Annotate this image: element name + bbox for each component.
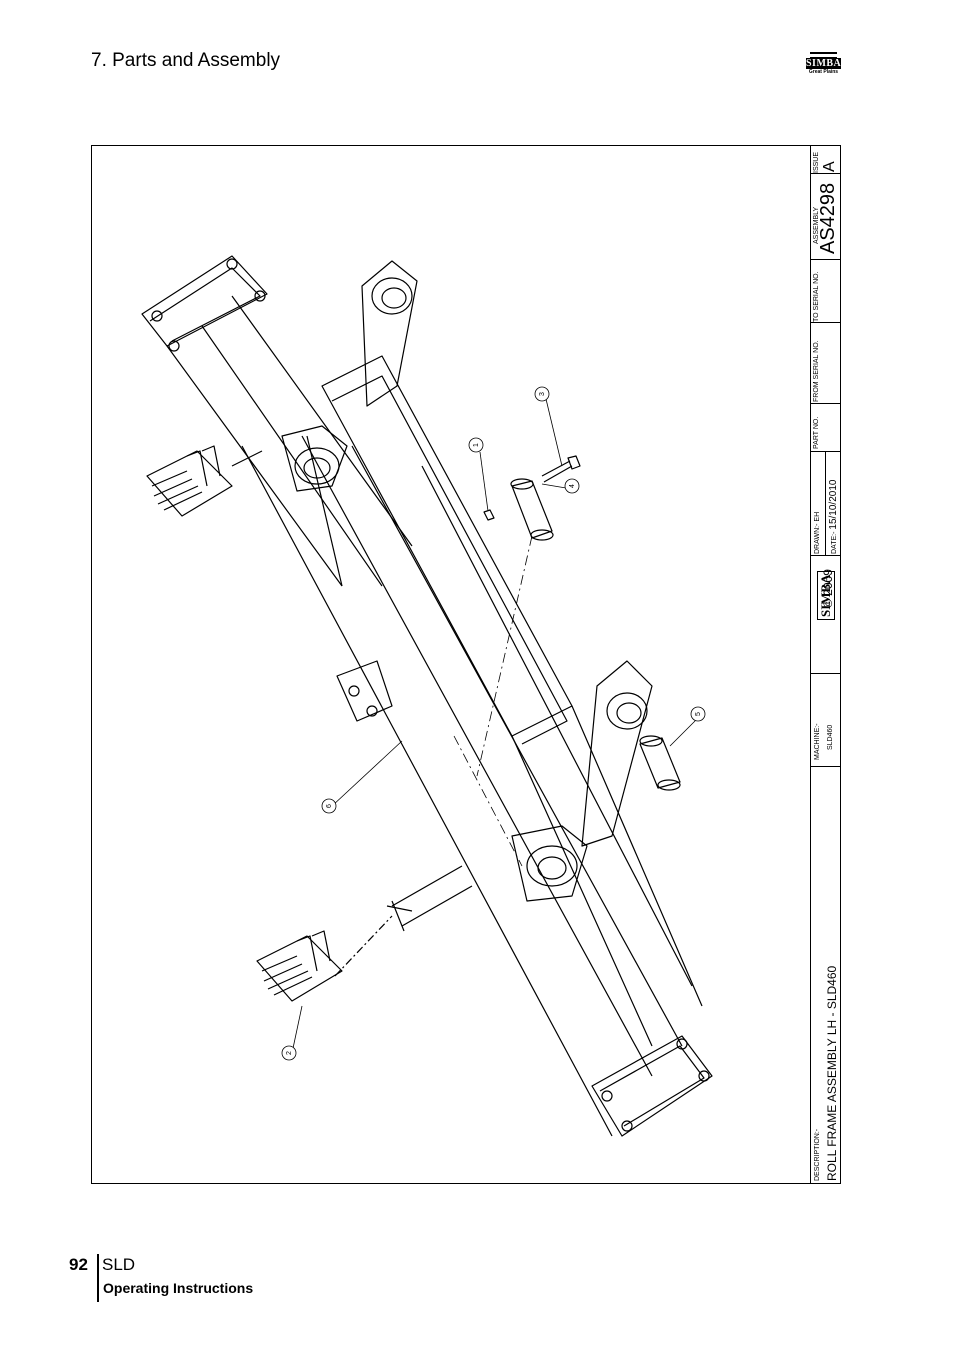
section-title: 7. Parts and Assembly [91,50,281,71]
to-serial-label: TO SERIAL NO. [813,271,820,322]
assembly-cell: ASSEMBLY AS4298 [811,174,841,260]
footer-divider [97,1254,99,1302]
description-value: ROLL FRAME ASSEMBLY LH - SLD460 [825,965,839,1181]
upper-clamp-block [146,445,263,517]
upper-pivot-arm [281,260,418,587]
main-beam [241,355,703,1137]
balloon-3: 3 [534,386,550,402]
copyright: © 2009 [821,569,835,608]
from-serial-cell: FROM SERIAL NO. [811,323,841,404]
lower-end-plate [591,1035,713,1137]
logo-brand: SIMBA [806,58,842,69]
drawn-row: DRAWN:- EH [814,512,821,554]
svg-text:4: 4 [569,484,576,488]
leader-lines [291,398,697,1054]
drawn-date-cell: DRAWN:- EH DATE:- 15/10/2010 [811,452,841,556]
part-no-label: PART NO. [813,416,820,449]
part-no-cell: PART NO. [811,404,841,452]
lower-shaft [334,865,473,977]
description-label: DESCRIPTION:- [814,1128,821,1181]
balloon-5: 5 [690,706,706,722]
machine-value: SLD460 [827,724,834,750]
from-serial-label: FROM SERIAL NO. [813,340,820,402]
svg-text:6: 6 [326,804,333,808]
date-row: DATE:- 15/10/2010 [828,480,839,554]
balloon-4: 4 [564,478,580,494]
date-label: DATE:- [831,531,838,554]
balloon-1: 1 [468,437,484,453]
center-lines [453,535,533,867]
svg-text:3: 3 [539,392,546,396]
assembly-drawing: 1 2 3 4 5 6 [141,255,713,1137]
assembly-value: AS4298 [817,182,839,254]
page-number: 92 [69,1255,88,1274]
lower-pivot-arm [511,660,653,902]
svg-text:5: 5 [695,712,702,716]
title-block: ISSUE A ASSEMBLY AS4298 TO SERIAL NO. FR… [810,146,841,1183]
bolt-3 [541,455,581,483]
drawn-label: DRAWN:- [814,523,821,554]
footer-product: SLD [102,1255,136,1274]
logo-cell: SIMBA © 2009 [811,556,841,674]
machine-cell: MACHINE:- SLD460 [811,674,841,767]
svg-text:1: 1 [473,443,480,447]
svg-text:2: 2 [286,1051,293,1055]
upper-left-arm [141,255,413,587]
date-value: 15/10/2010 [828,479,839,530]
lower-clamp-block [256,930,343,1002]
description-cell: DESCRIPTION:- ROLL FRAME ASSEMBLY LH - S… [811,767,841,1183]
issue-cell: ISSUE A [811,146,841,174]
simba-logo: SIMBA Great Plains [806,52,841,76]
issue-value: A [821,161,838,172]
bushing-5 [639,735,681,791]
balloon-6: 6 [321,798,337,814]
issue-label: ISSUE [813,151,820,173]
middle-bracket [336,660,393,722]
to-serial-cell: TO SERIAL NO. [811,260,841,323]
footer-subtitle: Operating Instructions [103,1280,254,1296]
balloon-2: 2 [281,1045,297,1061]
nut-1 [483,509,495,521]
drawing-frame: 1 2 3 4 5 6 [91,145,841,1184]
logo-bars [810,52,837,58]
drawn-date-divider [825,452,826,556]
logo-sub: Great Plains [808,69,839,75]
bushing-4 [510,478,554,541]
machine-label: MACHINE:- [814,723,821,760]
drawn-value: EH [814,511,821,522]
